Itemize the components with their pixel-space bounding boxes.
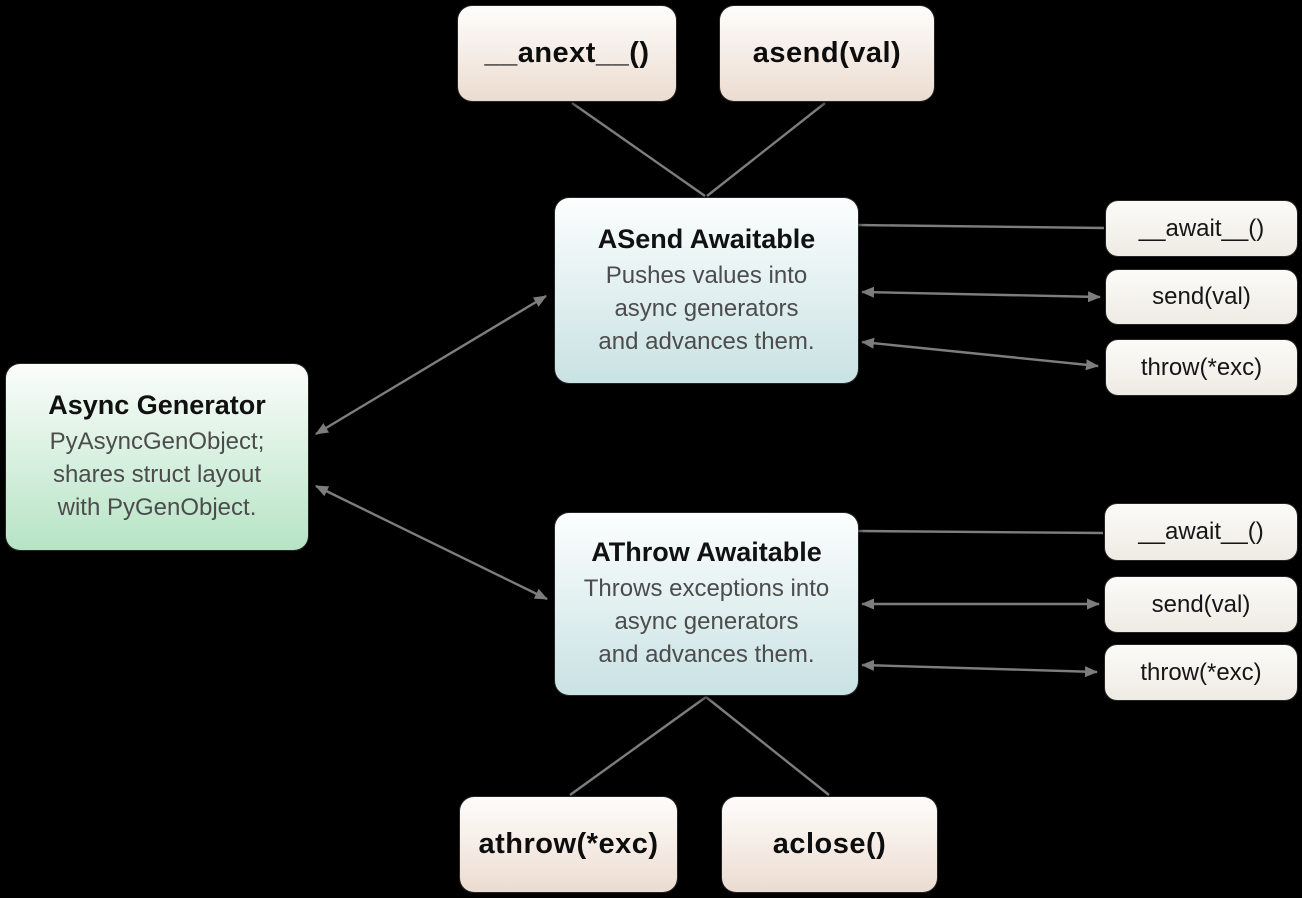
edge-athrow-to-athrowcall (569, 696, 707, 796)
asend-send-label: send(val) (1152, 283, 1251, 310)
edge-asendcall-to-asend-awaitable (706, 102, 826, 197)
node-anext-method: __anext__() (458, 6, 676, 101)
async-generator-description: PyAsyncGenObject; shares struct layout w… (49, 428, 265, 521)
node-athrow-throw-method: throw(*exc) (1105, 645, 1297, 700)
asend-await-label: __await__() (1138, 214, 1265, 242)
node-athrow-await-method: __await__() (1105, 504, 1297, 560)
asend-throw-label: throw(*exc) (1140, 353, 1263, 381)
node-asend-await-method: __await__() (1106, 201, 1297, 256)
node-aclose-method: aclose() (722, 797, 937, 892)
edge-athrow-to-await (857, 529, 1104, 535)
node-athrow-awaitable: AThrow Awaitable Throws exceptions into … (555, 513, 858, 695)
athrow-await-label: __await__() (1138, 518, 1264, 545)
athrow-awaitable-title: AThrow Awaitable (591, 537, 822, 567)
edge-agen-asend-double-arrow (315, 294, 547, 436)
node-asend-send-method: send(val) (1106, 270, 1297, 324)
node-athrow-call-method: athrow(*exc) (460, 797, 677, 892)
edge-agen-athrow-double-arrow (315, 484, 548, 601)
asend-call-method-label: asend(val) (752, 37, 902, 69)
node-asend-awaitable: ASend Awaitable Pushes values into async… (555, 198, 858, 383)
edge-anext-to-asend-awaitable (571, 102, 706, 197)
node-async-generator: Async Generator PyAsyncGenObject; shares… (6, 364, 308, 550)
edge-asend-send-double-arrow (861, 286, 1101, 303)
node-athrow-send-method: send(val) (1105, 577, 1297, 632)
edge-athrow-to-aclose (705, 696, 830, 796)
edge-athrow-throw-double-arrow (861, 659, 1098, 678)
asend-awaitable-description: Pushes values into async generators and … (598, 261, 815, 355)
asend-awaitable-title: ASend Awaitable (597, 223, 816, 254)
athrow-send-label: send(val) (1151, 590, 1251, 618)
async-generator-title: Async Generator (48, 390, 266, 420)
edge-asend-to-await (857, 223, 1105, 230)
athrow-throw-label: throw(*exc) (1140, 658, 1262, 686)
node-asend-throw-method: throw(*exc) (1106, 340, 1297, 395)
athrow-awaitable-description: Throws exceptions into async generators … (583, 575, 830, 668)
aclose-method-label: aclose() (772, 828, 887, 860)
node-asend-call-method: asend(val) (720, 6, 934, 101)
edge-asend-throw-double-arrow (861, 337, 1099, 371)
athrow-call-method-label: athrow(*exc) (478, 828, 659, 860)
anext-method-label: __anext__() (484, 37, 650, 69)
